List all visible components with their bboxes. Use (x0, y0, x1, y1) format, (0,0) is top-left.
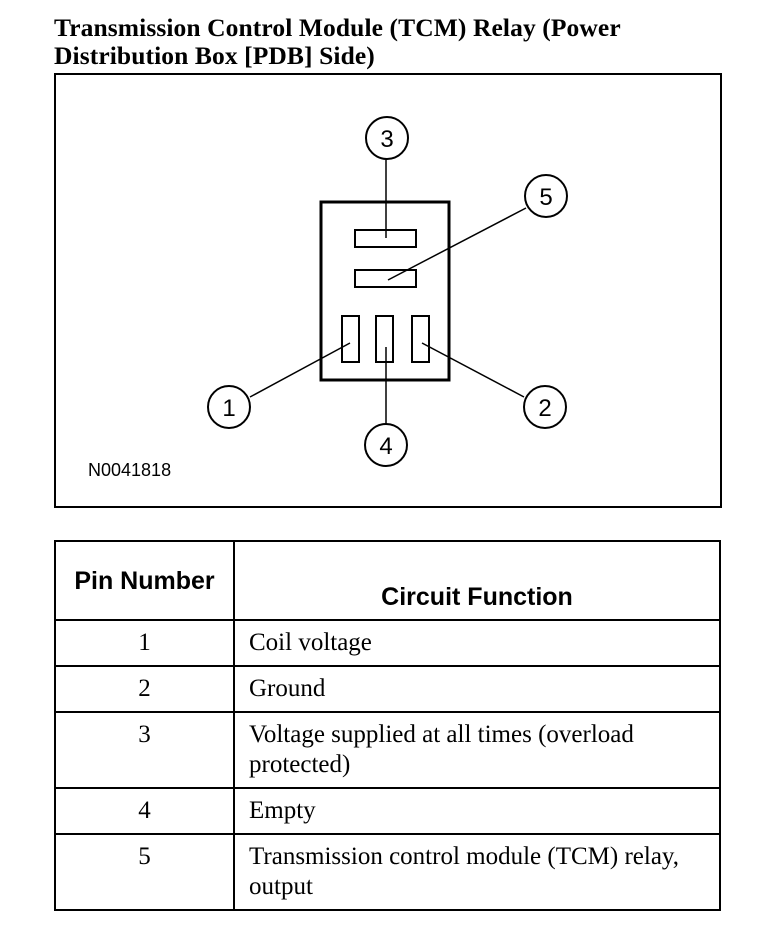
table-header-row: Pin Number Circuit Function (54, 540, 721, 621)
callout-circle-1 (207, 385, 251, 429)
table-row: 1 Coil voltage (54, 619, 721, 667)
relay-diagram: 3 5 1 4 2 N0041818 (54, 73, 722, 508)
pin-number-cell: 2 (54, 665, 235, 713)
circuit-function-cell: Transmission control module (TCM) relay,… (233, 833, 721, 911)
table-row: 5 Transmission control module (TCM) rela… (54, 833, 721, 911)
callout-label-3: 3 (380, 126, 393, 153)
terminal-5 (354, 269, 417, 288)
leader-line-1 (249, 342, 351, 398)
pin-number-cell: 3 (54, 711, 235, 789)
table-row: 2 Ground (54, 665, 721, 713)
callout-circle-3 (365, 116, 409, 160)
terminal-4 (375, 315, 394, 363)
callout-label-4: 4 (379, 433, 392, 460)
leader-line-5 (387, 207, 527, 281)
callout-label-2: 2 (538, 395, 551, 422)
table-row: 4 Empty (54, 787, 721, 835)
terminal-2 (411, 315, 430, 363)
pin-function-table: Pin Number Circuit Function 1 Coil volta… (54, 540, 721, 911)
circuit-function-cell: Empty (233, 787, 721, 835)
table-row: 3 Voltage supplied at all times (overloa… (54, 711, 721, 789)
callout-circle-4 (364, 423, 408, 467)
figure-id: N0041818 (88, 460, 171, 480)
callout-label-5: 5 (539, 184, 552, 211)
callout-circle-2 (523, 385, 567, 429)
pin-number-cell: 4 (54, 787, 235, 835)
header-pin-number: Pin Number (54, 540, 235, 621)
relay-body (319, 200, 451, 382)
pin-number-cell: 1 (54, 619, 235, 667)
circuit-function-cell: Coil voltage (233, 619, 721, 667)
circuit-function-cell: Ground (233, 665, 721, 713)
leader-line-2 (421, 342, 525, 398)
callout-label-1: 1 (222, 395, 235, 422)
page-title: Transmission Control Module (TCM) Relay … (54, 13, 621, 70)
circuit-function-cell: Voltage supplied at all times (overload … (233, 711, 721, 789)
terminal-1 (341, 315, 360, 363)
callout-circle-5 (524, 174, 568, 218)
header-circuit-function: Circuit Function (233, 540, 721, 621)
relay-diagram-svg: 3 5 1 4 2 N0041818 (88, 116, 568, 480)
pin-number-cell: 5 (54, 833, 235, 911)
